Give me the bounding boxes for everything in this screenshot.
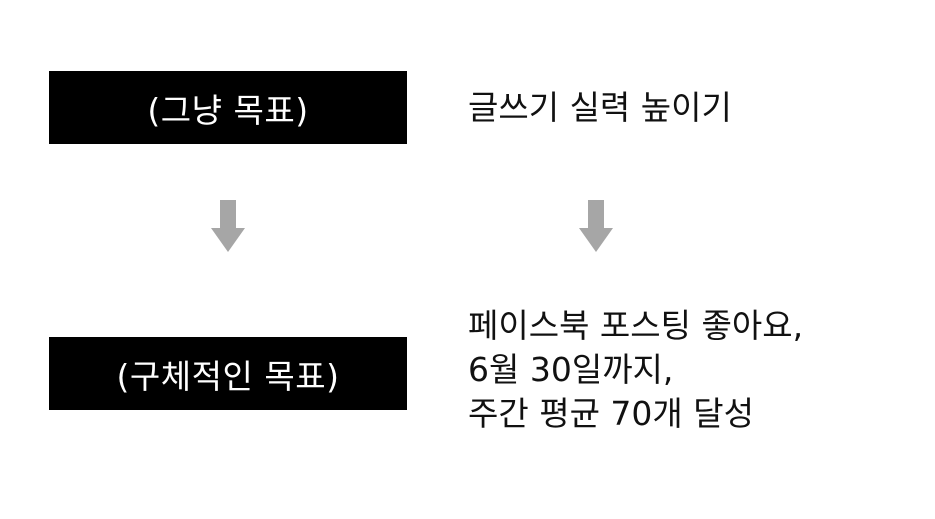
specific-goal-line-2: 6월 30일까지, bbox=[468, 350, 674, 389]
general-goal-text: 글쓰기 실력 높이기 bbox=[468, 88, 732, 127]
arrow-down-icon bbox=[579, 200, 613, 252]
general-goal-text-block: 글쓰기 실력 높이기 bbox=[468, 86, 732, 130]
specific-goal-line-3: 주간 평균 70개 달성 bbox=[468, 394, 754, 433]
specific-goal-label: (구체적인 목표) bbox=[116, 356, 340, 396]
specific-goal-line-1: 페이스북 포스팅 좋아요, bbox=[468, 306, 804, 345]
specific-goal-box: (구체적인 목표) bbox=[49, 337, 407, 410]
general-goal-box: (그냥 목표) bbox=[49, 71, 407, 144]
general-goal-label: (그냥 목표) bbox=[147, 90, 309, 130]
arrow-down-icon bbox=[211, 200, 245, 252]
specific-goal-text-block: 페이스북 포스팅 좋아요, 6월 30일까지, 주간 평균 70개 달성 bbox=[468, 304, 803, 436]
